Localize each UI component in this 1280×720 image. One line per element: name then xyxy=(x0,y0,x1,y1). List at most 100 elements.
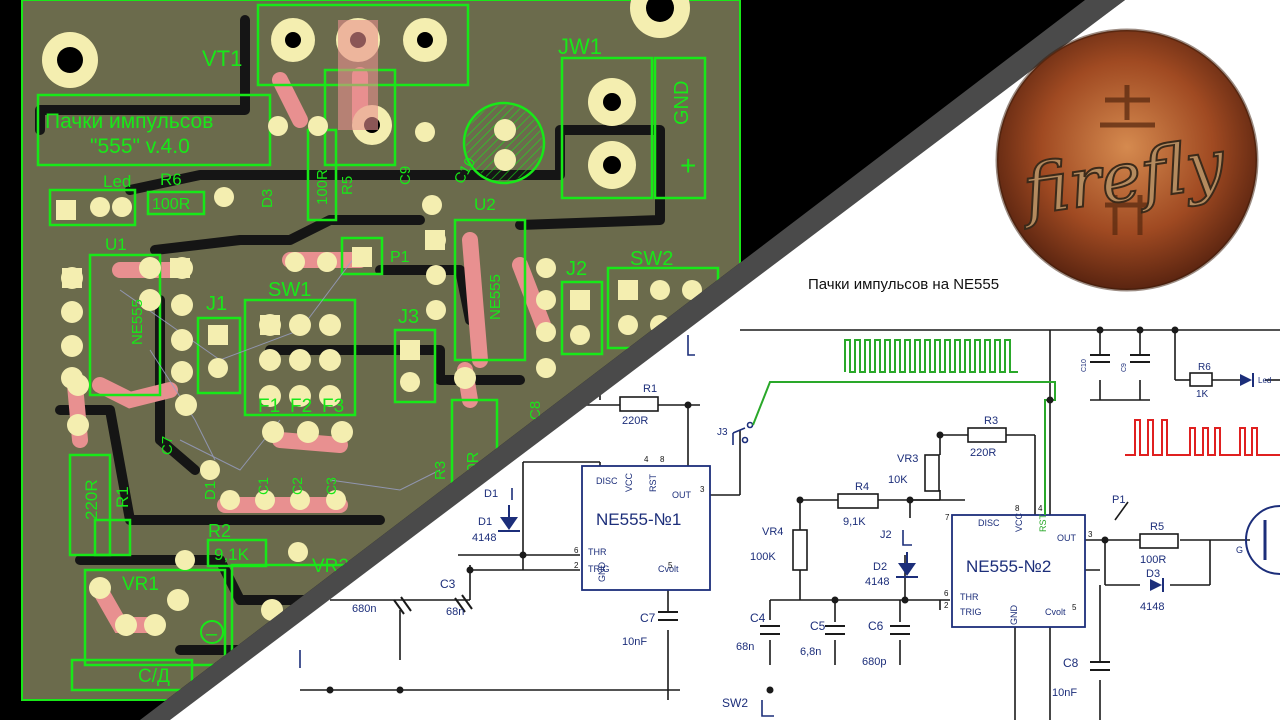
ic1-pin2-num: 2 xyxy=(574,561,579,570)
sch-c6-label: C6 xyxy=(868,619,884,633)
ic1-pin-rst: RST xyxy=(648,473,658,492)
pcb-label-r3: R3 xyxy=(432,461,449,480)
sch-c4-value: 68n xyxy=(736,641,754,653)
sch-c5-value: 6,8n xyxy=(800,646,821,658)
sch-d1-label: D1 xyxy=(478,516,492,528)
ic1-pin-disc: DISC xyxy=(596,476,618,486)
firefly-logo: firefly xyxy=(995,28,1259,292)
pcb-label-r5: R5 xyxy=(339,176,356,195)
pcb-label-j3: J3 xyxy=(398,306,419,328)
sch-c4-label: C4 xyxy=(750,611,766,625)
sch-r3-label: R3 xyxy=(984,415,998,427)
sch-j3-label: J3 xyxy=(717,427,728,438)
sch-r6-label: R6 xyxy=(1198,362,1211,373)
ic2-pin8-num: 8 xyxy=(1015,504,1020,513)
pcb-label-plus: + xyxy=(680,150,696,181)
pcb-label-d1: D1 xyxy=(202,481,219,500)
pcb-label-u2: U2 xyxy=(474,195,496,214)
pcb-label-c3: C3 xyxy=(323,477,339,495)
diagonal-divider xyxy=(140,0,1125,720)
pcb-label-r2: R2 xyxy=(208,521,231,541)
sch-vr4-value: 100K xyxy=(750,551,776,563)
sch-c3-label: C3 xyxy=(440,577,456,591)
pcb-label-j2: J2 xyxy=(566,258,587,280)
pcb-title-line2: "555" v.4.0 xyxy=(90,135,190,158)
schematic-title: Пачки импульсов на NE555 xyxy=(808,276,999,293)
pcb-label-j1: J1 xyxy=(206,293,227,315)
sch-vr4-label: VR4 xyxy=(762,526,783,538)
sch-d1-value: 4148 xyxy=(472,532,496,544)
green-pulse-waveform xyxy=(844,339,1018,373)
transistor-symbol xyxy=(1245,505,1280,575)
sch-vr3-label: VR3 xyxy=(897,453,918,465)
copper-traces xyxy=(35,15,665,655)
sch-c10-label: C10 xyxy=(1081,359,1088,372)
sch-d2-label: D2 xyxy=(873,561,887,573)
sch-r4-value: 9,1K xyxy=(843,516,866,528)
ic1-pin-cvolt: Cvolt xyxy=(658,564,679,574)
ic2-pin-gnd: GND xyxy=(1009,605,1019,626)
pcb-label-c2: C2 xyxy=(289,477,305,495)
sch-r1-label: R1 xyxy=(643,383,657,395)
ic2-pin-out: OUT xyxy=(1057,533,1077,543)
sch-c9-label: C9 xyxy=(1121,363,1128,372)
sch-sw2-label: SW2 xyxy=(722,696,748,710)
pcb-label-sw1: SW1 xyxy=(268,279,311,301)
pcb-label-c8: C8 xyxy=(527,401,544,420)
pcb-label-vt1: VT1 xyxy=(202,46,242,71)
ic2-name: NE555-№2 xyxy=(966,557,1051,576)
pcb-label-r6: R6 xyxy=(160,170,182,189)
ic2-pin2-num: 2 xyxy=(944,601,949,610)
pcb-label-gnd: GND xyxy=(671,81,693,125)
pcb-label-f1: F1 xyxy=(258,396,280,417)
sch-c8-value: 10nF xyxy=(1052,687,1077,699)
pcb-label-vr1: VR1 xyxy=(122,574,159,595)
ic1-pin-out: OUT xyxy=(672,490,692,500)
pcb-label-jw1: JW1 xyxy=(558,34,602,59)
ic2-pin4-num: 4 xyxy=(1038,504,1043,513)
sch-r5-value: 100R xyxy=(1140,554,1166,566)
ic1-pin3-num: 3 xyxy=(700,485,705,494)
pcb-label-r5-val: 100R xyxy=(314,169,331,205)
pcb-label-ne555-u1: NE555 xyxy=(129,299,146,345)
sch-r5-label: R5 xyxy=(1150,521,1164,533)
ic-ne555-1 xyxy=(581,465,711,591)
pcb-label-r1: R1 xyxy=(113,486,132,508)
sch-j2-label: J2 xyxy=(880,529,892,541)
ic1-pin4-num: 4 xyxy=(644,455,649,464)
pcb-label-r6-val: 100R xyxy=(152,196,190,213)
sch-c2-value: 680n xyxy=(352,603,376,615)
ic1-pin8-num: 8 xyxy=(660,455,665,464)
sch-r3-value: 220R xyxy=(970,447,996,459)
sch-r1-value: 220R xyxy=(622,415,648,427)
sch-vr3-value: 10K xyxy=(888,474,908,486)
sch-led-label: Led xyxy=(1258,376,1271,385)
sch-r6-value: 1K xyxy=(1196,389,1209,400)
green-rst-wire xyxy=(752,381,1056,515)
sch-c6-value: 680p xyxy=(862,656,886,668)
sch-r4-label: R4 xyxy=(855,481,869,493)
pcb-label-u1: U1 xyxy=(105,235,127,254)
sch-c3-value: 68n xyxy=(446,606,464,618)
sch-gate-label: G xyxy=(1236,545,1243,555)
red-burst-waveform xyxy=(1125,419,1280,456)
ic1-pin-thr: THR xyxy=(588,547,607,557)
sch-c8-label: C8 xyxy=(1063,656,1079,670)
ic2-pin7-num: 7 xyxy=(945,513,950,522)
ic2-pin-trig: TRIG xyxy=(960,607,982,617)
sch-d3-label: D3 xyxy=(1146,568,1160,580)
sch-d2-value: 4148 xyxy=(865,576,889,588)
pcb-label-ne555-u2: NE555 xyxy=(487,274,504,320)
ic1-pin-trig: TRIG xyxy=(588,564,610,574)
pcb-label-f2: F2 xyxy=(290,396,312,417)
ic2-pin-disc: DISC xyxy=(978,518,1000,528)
ic-ne555-2 xyxy=(951,514,1086,628)
pcb-label-r1-val: 220R xyxy=(82,479,101,520)
pcb-label-r2-val: 9,1K xyxy=(214,545,250,564)
ic2-pin-rst: RST xyxy=(1038,513,1048,532)
pcb-label-minus: – xyxy=(206,623,218,645)
ic2-pin-vcc: VCC xyxy=(1014,512,1024,532)
ic1-pin5-num: 5 xyxy=(668,561,673,570)
ic2-pin6-num: 6 xyxy=(944,589,949,598)
